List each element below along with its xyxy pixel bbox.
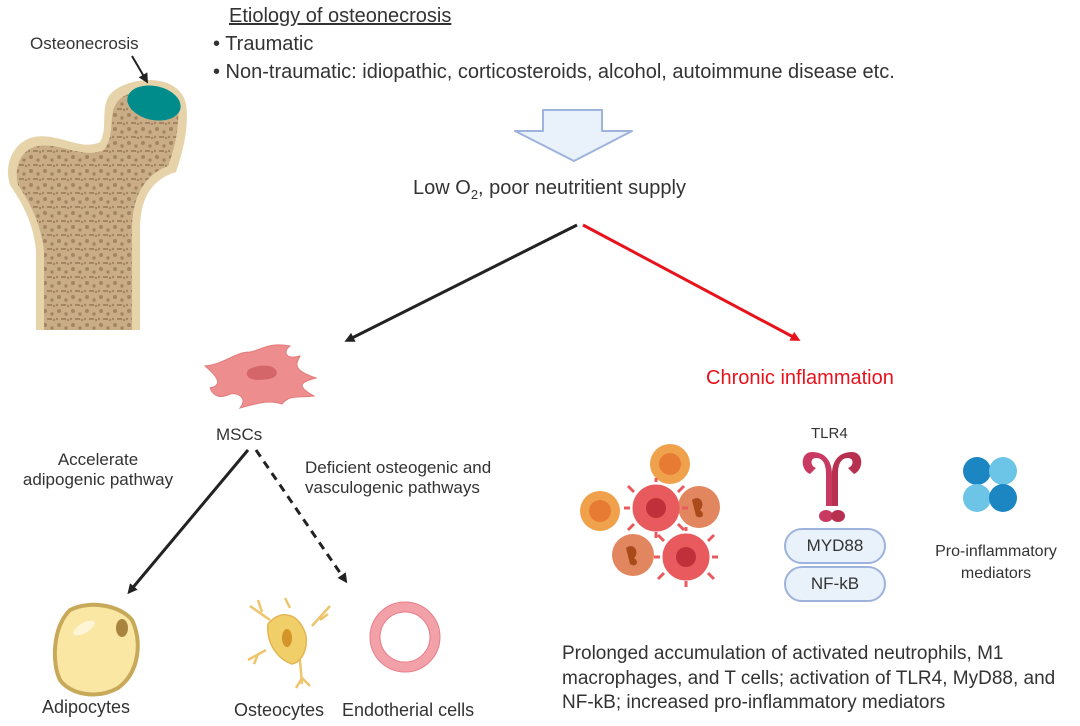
deficient-line-2: vasculogenic pathways	[305, 478, 480, 498]
arrow-to-mscs	[344, 223, 578, 342]
accelerate-adipogenic-label: Accelerate adipogenic pathway	[8, 450, 188, 491]
tlr4-receptor-illustration	[802, 452, 862, 522]
mscs-label: MSCs	[216, 425, 263, 444]
chronic-inflammation-label: Chronic inflammation	[706, 367, 894, 389]
osteocyte-illustration	[247, 597, 331, 689]
endothelial-cells-illustration	[369, 601, 441, 673]
femur-illustration	[8, 79, 187, 330]
osteonecrosis-label: Osteonecrosis	[30, 34, 139, 53]
etiology-bullet-traumatic: • Traumatic	[213, 33, 314, 55]
mediators-line-1: Pro-inflammatory	[935, 543, 1057, 560]
msc-cell-illustration	[203, 344, 318, 409]
tlr4-label: TLR4	[811, 425, 848, 442]
immune-cells-illustration	[580, 444, 720, 587]
nfkb-box: NF-kB	[784, 566, 886, 602]
arrow-to-inflammation	[582, 223, 801, 341]
etiology-bullet-non-traumatic: • Non-traumatic: idiopathic, corticoster…	[213, 61, 895, 83]
osteonecrosis-pointer-arrow	[131, 55, 149, 84]
necrosis-area	[127, 85, 181, 121]
low-oxygen-prefix: Low O	[413, 177, 471, 199]
inflammation-summary-text: Prolonged accumulation of activated neut…	[562, 643, 1056, 714]
arrow-to-adipocytes	[127, 449, 250, 595]
mediators-illustration	[963, 457, 1017, 512]
bone-spongy	[16, 90, 179, 330]
oxygen-subscript: 2	[470, 187, 479, 202]
mediators-line-2: mediators	[960, 564, 1032, 582]
endothelial-cells-label: Endotherial cells	[342, 700, 475, 720]
low-oxygen-suffix: , poor neutritient supply	[478, 177, 686, 199]
accelerate-line-1: Accelerate	[57, 450, 139, 469]
pro-inflammatory-mediators-label: Pro-inflammatory mediators	[926, 541, 1066, 584]
myd88-box: MYD88	[784, 528, 886, 564]
deficient-pathways-label: Deficient osteogenic and vasculogenic pa…	[305, 458, 491, 499]
etiology-title: Etiology of osteonecrosis	[229, 5, 452, 27]
low-oxygen-text: Low O2, poor neutritient supply	[413, 176, 686, 203]
deficient-line-1: Deficient osteogenic and	[305, 458, 492, 477]
block-down-arrow	[514, 109, 633, 162]
dashed-arrow-to-endothelial	[254, 449, 348, 584]
adipocyte-illustration	[52, 602, 140, 697]
accelerate-line-2: adipogenic pathway	[22, 470, 174, 490]
osteocytes-label: Osteocytes	[234, 700, 325, 720]
adipocytes-label: Adipocytes	[42, 697, 131, 717]
